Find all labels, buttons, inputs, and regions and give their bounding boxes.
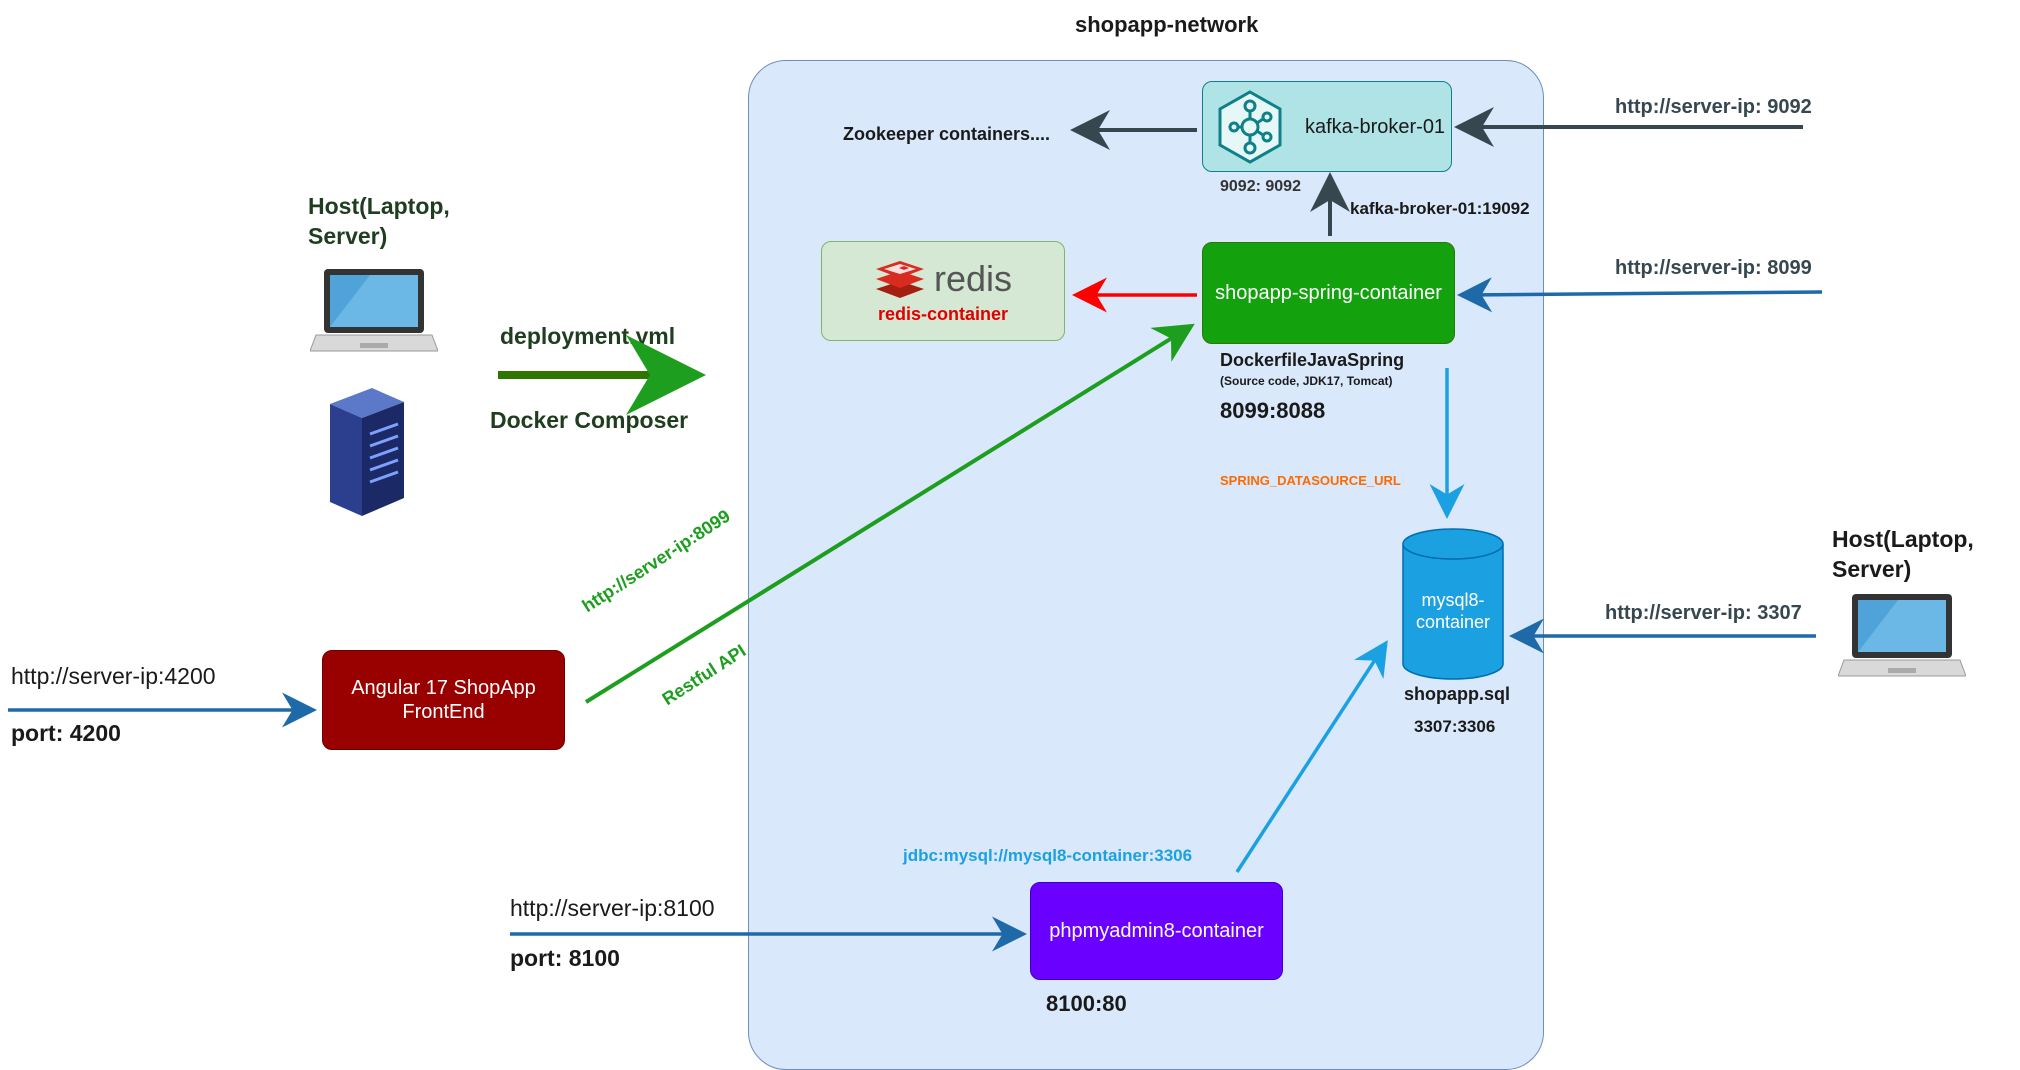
kafka-port-label: 9092: 9092 [1220,178,1301,195]
phpmyadmin-container-box[interactable]: phpmyadmin8-container [1030,882,1283,980]
arrow-angular-spring [584,323,1195,704]
kafka-broker-label: kafka-broker-01 [1305,115,1446,138]
host-right-label: Host(Laptop, Server) [1832,526,1974,582]
mysql-port-label: 3307:3306 [1414,717,1496,736]
kafka-icon [1217,89,1283,164]
laptop-icon [309,265,439,362]
network-title: shopapp-network [1075,12,1259,37]
spring-external-url: http://server-ip: 8099 [1615,257,1812,279]
spring-port-label: 8099:8088 [1220,398,1326,423]
redis-icon [875,261,924,299]
arrow-phpmyadmin-mysql [1235,640,1388,873]
kafka-broker-box[interactable]: kafka-broker-01 [1202,81,1452,172]
server-icon [318,386,410,523]
mysql-container-label: mysql8- container [1415,590,1491,632]
mysql-external-url: http://server-ip: 3307 [1605,602,1802,624]
spring-container-box[interactable]: shopapp-spring-container [1202,242,1455,344]
host-left-label: Host(Laptop, Server) [308,193,450,249]
spring-dockerfile-label: DockerfileJavaSpring [1220,350,1405,370]
redis-container-box[interactable]: redis redis-container [821,241,1065,341]
angular-external-url: http://server-ip:4200 [11,663,216,689]
phpmyadmin-jdbc-url: jdbc:mysql://mysql8-container:3306 [903,846,1193,865]
angular-frontend-label: Angular 17 ShopApp FrontEnd [351,677,536,723]
arrow-spring-external [1457,277,1823,313]
phpmyadmin-external-url: http://server-ip:8100 [510,895,715,921]
spring-container-label: shopapp-spring-container [1215,282,1442,304]
zookeeper-label: Zookeeper containers.... [843,124,1051,144]
redis-logo: redis [874,257,1012,300]
database-icon [1402,528,1504,680]
angular-frontend-box[interactable]: Angular 17 ShopApp FrontEnd [322,650,565,750]
mysql-container-cylinder[interactable]: mysql8- container [1402,528,1504,680]
redis-container-label: redis-container [877,303,1009,324]
phpmyadmin-container-label: phpmyadmin8-container [1049,920,1264,942]
laptop-icon-right [1837,590,1967,687]
spring-datasource-env: SPRING_DATASOURCE_URL [1220,473,1401,488]
phpmyadmin-external-port: port: 8100 [510,945,620,971]
kafka-external-url: http://server-ip: 9092 [1615,96,1812,118]
kafka-internal-url: kafka-broker-01:19092 [1350,199,1530,218]
angular-external-port: port: 4200 [11,720,121,746]
spring-dockerfile-note: (Source code, JDK17, Tomcat) [1220,374,1393,388]
redis-logo-text: redis [933,257,1013,299]
phpmyadmin-port-label: 8100:80 [1046,991,1127,1016]
mysql-sql-file: shopapp.sql [1404,684,1511,704]
